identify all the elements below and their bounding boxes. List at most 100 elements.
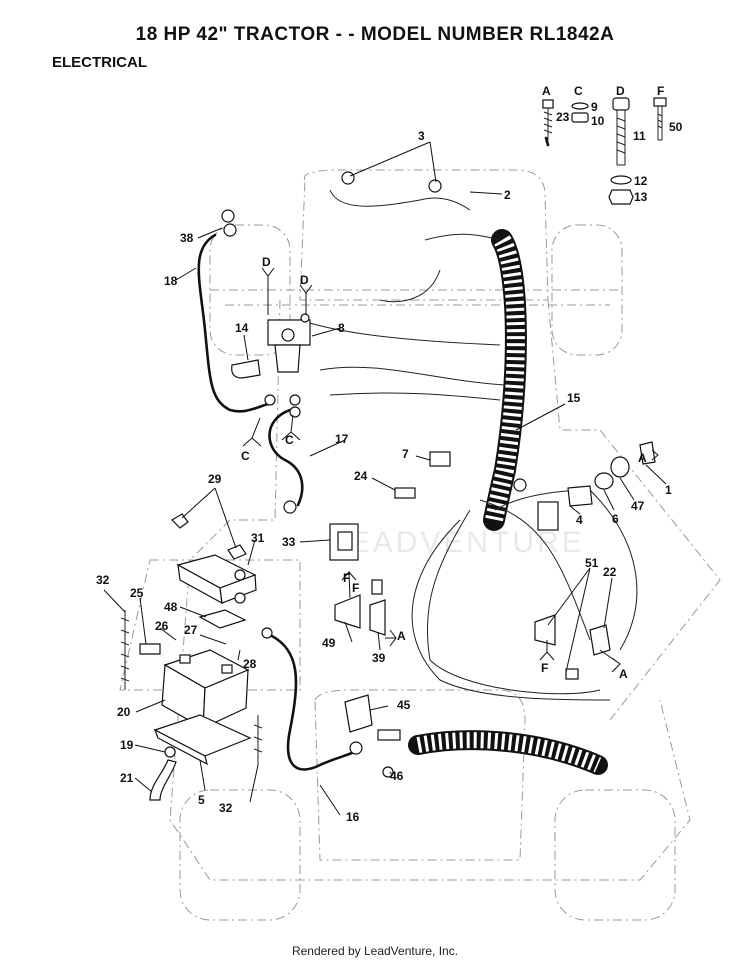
callout-7: 7 (402, 447, 409, 461)
phantom-rear-wheel-left (179, 789, 301, 921)
connector-45-b (377, 729, 401, 741)
phantom-body-left (230, 299, 281, 521)
connector-39 (371, 579, 383, 595)
connector-51 (565, 668, 579, 680)
battery-20 (161, 649, 250, 729)
callout-18: 18 (164, 274, 178, 288)
callout-6: 6 (612, 512, 619, 526)
callout-2: 2 (504, 188, 511, 202)
tray-5 (153, 714, 252, 766)
cable-18 (197, 233, 270, 413)
callout-25: 25 (130, 586, 144, 600)
phantom-seat (314, 689, 526, 861)
callout-39: 39 (372, 651, 386, 665)
callout-31: 31 (251, 531, 265, 545)
module-33-face (337, 531, 353, 551)
ref-letter-f-3: F (541, 661, 548, 675)
pad-48 (198, 609, 247, 629)
washer-6 (594, 472, 614, 490)
nut-10 (571, 112, 589, 123)
callout-46: 46 (390, 769, 404, 783)
wire-harness-2 (299, 189, 638, 701)
callout-21: 21 (120, 771, 134, 785)
ref-letter-a-3: A (638, 451, 647, 465)
callout-26: 26 (155, 619, 169, 633)
terminal-ring-15 (513, 478, 527, 492)
callout-5: 5 (198, 793, 205, 807)
callout-45: 45 (397, 698, 411, 712)
cable-16 (268, 633, 360, 771)
callout-10: 10 (591, 114, 605, 128)
ref-letter-c-top: C (574, 84, 583, 98)
callout-19: 19 (120, 738, 134, 752)
nut-47 (610, 456, 630, 478)
relay-7 (429, 451, 451, 467)
washer-9 (571, 102, 589, 110)
phantom-body-right (547, 299, 721, 721)
terminal-16-end (349, 741, 363, 755)
phantom-hood (299, 169, 549, 301)
nut-13 (608, 189, 634, 205)
bolt-11 (612, 97, 630, 166)
callout-33: 33 (282, 535, 296, 549)
footer-credit: Rendered by LeadVenture, Inc. (291, 944, 459, 958)
wire-loom-15 (483, 229, 527, 531)
switch-22 (589, 624, 611, 656)
callout-29: 29 (208, 472, 222, 486)
wingnut-29-b (227, 544, 247, 560)
phantom-front-wheel-right (551, 224, 623, 356)
callout-22: 22 (603, 565, 617, 579)
connector-4 (537, 501, 559, 531)
ignition-4 (567, 485, 593, 507)
callout-15: 15 (567, 391, 581, 405)
callout-8: 8 (338, 321, 345, 335)
boot-14 (231, 359, 261, 379)
section-title: ELECTRICAL (52, 54, 147, 71)
washer-19 (164, 746, 176, 758)
connector-45 (344, 694, 373, 733)
callout-20: 20 (117, 705, 131, 719)
bulb-3-left (341, 171, 355, 185)
ref-letter-a-1: A (397, 629, 406, 643)
bolt-32-right (253, 715, 263, 765)
vent-tube-21 (149, 759, 177, 801)
callout-27: 27 (184, 623, 198, 637)
ref-letter-d-1: D (262, 255, 271, 269)
ref-letter-f-1: F (343, 571, 350, 585)
phantom-deck (169, 519, 691, 881)
terminal-17-end (283, 500, 297, 514)
callout-4: 4 (576, 513, 583, 527)
callout-49: 49 (322, 636, 336, 650)
callout-17: 17 (335, 432, 349, 446)
callout-14: 14 (235, 321, 249, 335)
callout-48: 48 (164, 600, 178, 614)
ref-arrows (242, 267, 659, 673)
callout-51: 51 (585, 556, 599, 570)
bolt-23 (542, 99, 554, 147)
wire-loom-rear (408, 730, 608, 775)
ref-letter-f-2: F (352, 581, 359, 595)
ref-letter-f-top: F (657, 84, 664, 98)
tractor-phantom-outline (119, 169, 721, 921)
ref-letter-d-2: D (300, 273, 309, 287)
callout-50: 50 (669, 120, 683, 134)
callout-32-right: 32 (219, 801, 233, 815)
terminal-16-top (261, 627, 273, 639)
terminal-38-a (221, 209, 235, 223)
callout-32-left: 32 (96, 573, 110, 587)
ref-letter-c-2: C (285, 433, 294, 447)
bracket-49 (334, 594, 361, 629)
callout-labels: 1 2 3 4 5 6 7 8 9 10 11 12 13 14 15 16 1… (96, 100, 683, 824)
wingnut-29-a (171, 513, 189, 529)
phantom-battery-tray-area (119, 559, 301, 691)
bolt-50 (653, 97, 667, 141)
callout-11: 11 (633, 129, 646, 143)
ref-letter-d-top: D (616, 84, 625, 98)
ref-letter-a-top: A (542, 84, 551, 98)
bracket-39 (369, 599, 386, 636)
fuse-24 (394, 487, 416, 499)
bulb-3-right (428, 179, 442, 193)
callout-47: 47 (631, 499, 645, 513)
phantom-rear-wheel-right (554, 789, 676, 921)
